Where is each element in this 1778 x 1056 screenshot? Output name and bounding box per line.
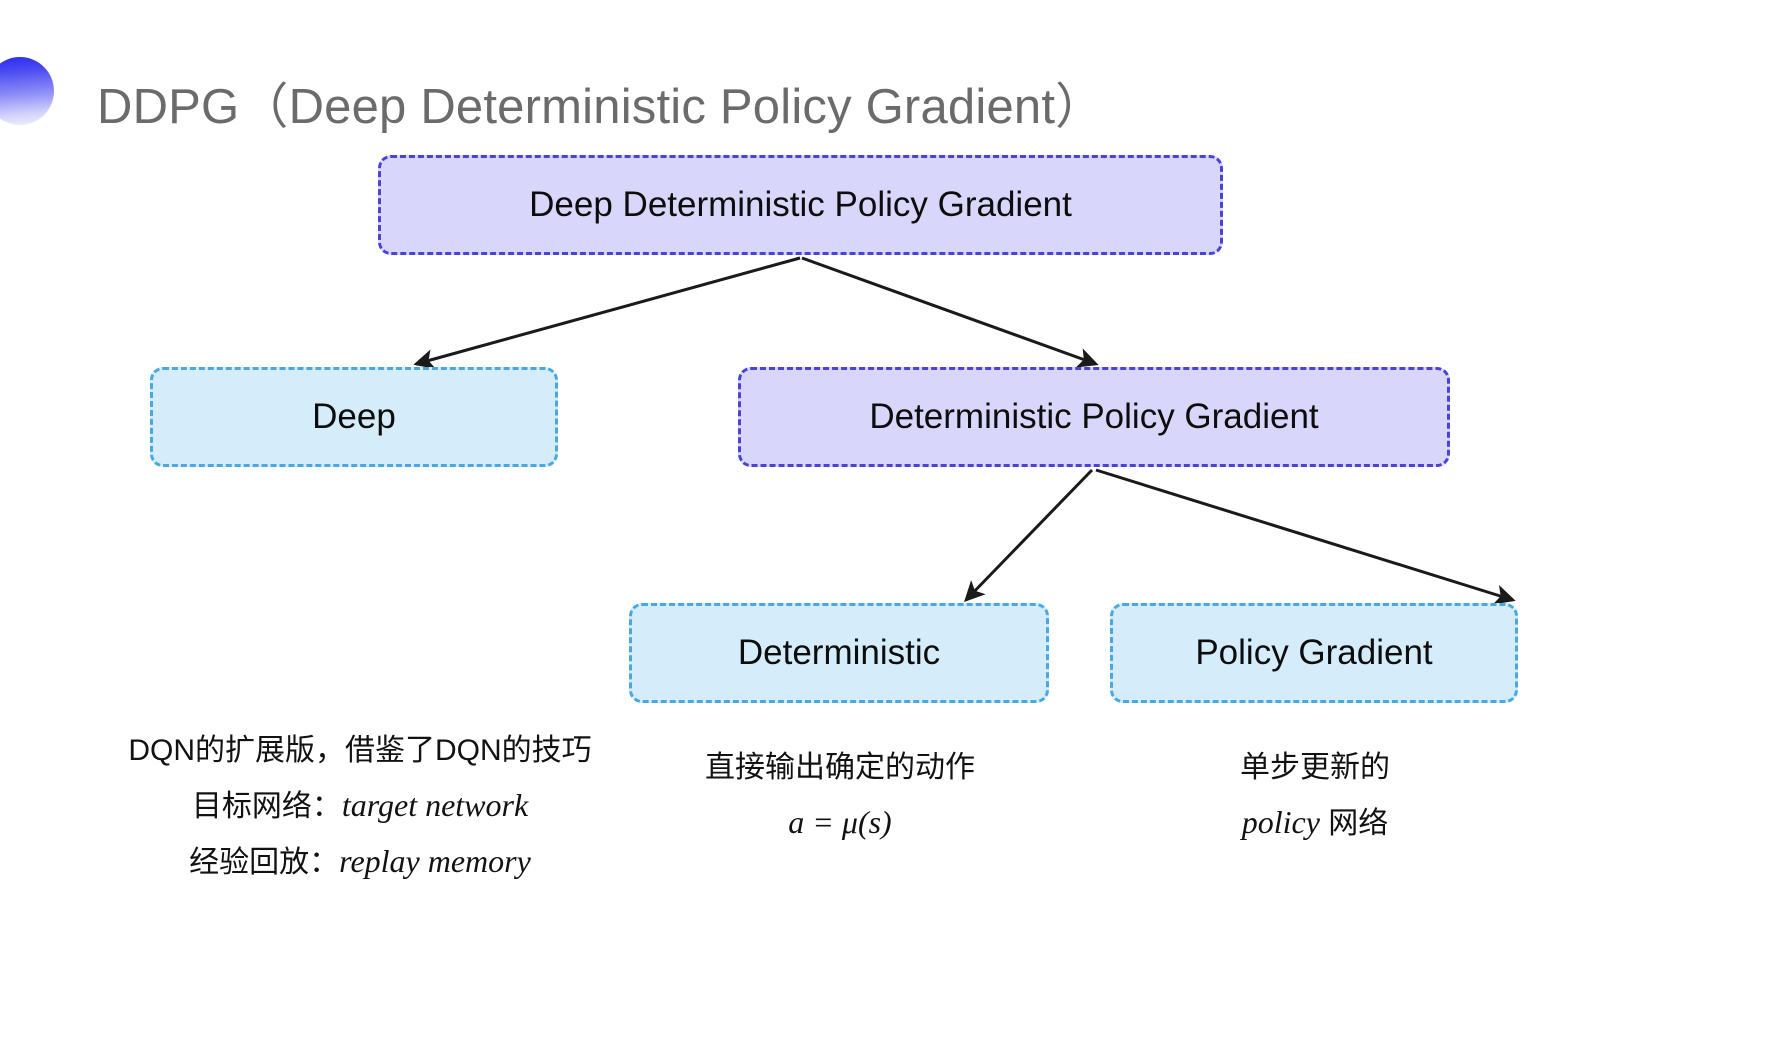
caption-deep-line2-term: target network [341, 787, 529, 823]
edge-dpg-to-policy-gradient [1095, 468, 1516, 605]
caption-deep-line1: DQN的扩展版，借鉴了DQN的技巧 [128, 734, 592, 767]
node-deep[interactable]: Deep [150, 367, 558, 467]
caption-policy-gradient-term: policy [1241, 804, 1320, 840]
caption-deterministic-line1: 直接输出确定的动作 [705, 751, 975, 784]
page-title: DDPG（Deep Deterministic Policy Gradient） [97, 80, 1105, 134]
caption-deep-line3-label: 经验回放： [189, 846, 340, 879]
caption-policy-gradient-tail: 网络 [1319, 807, 1389, 840]
caption-deep-line2: 目标网络：target network [70, 778, 650, 834]
caption-deterministic: 直接输出确定的动作 a = μ(s) [640, 740, 1040, 850]
node-label: Deep Deterministic Policy Gradient [529, 185, 1072, 224]
node-label: Policy Gradient [1195, 633, 1433, 672]
node-deep-deterministic-policy-gradient[interactable]: Deep Deterministic Policy Gradient [378, 155, 1223, 255]
node-policy-gradient[interactable]: Policy Gradient [1110, 603, 1518, 703]
caption-deep-line3: 经验回放：replay memory [70, 834, 650, 890]
node-label: Deterministic Policy Gradient [869, 397, 1319, 436]
caption-deep: DQN的扩展版，借鉴了DQN的技巧 目标网络：target network 经验… [70, 723, 650, 890]
gradient-half-circle-bullet-icon [0, 57, 54, 125]
edge-root-to-deep [413, 256, 801, 370]
caption-deep-line2-label: 目标网络： [191, 790, 342, 823]
caption-deep-line3-term: replay memory [339, 843, 531, 879]
caption-policy-gradient-line1: 单步更新的 [1240, 751, 1390, 784]
node-label: Deterministic [737, 633, 941, 672]
edge-dpg-to-deterministic [964, 468, 1094, 603]
caption-policy-gradient-line2: policy 网络 [1120, 795, 1510, 851]
edge-root-to-dpg [801, 256, 1099, 368]
node-deterministic-policy-gradient[interactable]: Deterministic Policy Gradient [738, 367, 1450, 467]
caption-policy-gradient: 单步更新的 policy 网络 [1120, 740, 1510, 851]
node-label: Deep [312, 397, 396, 436]
caption-deterministic-formula: a = μ(s) [788, 804, 892, 840]
node-deterministic[interactable]: Deterministic [629, 603, 1049, 703]
